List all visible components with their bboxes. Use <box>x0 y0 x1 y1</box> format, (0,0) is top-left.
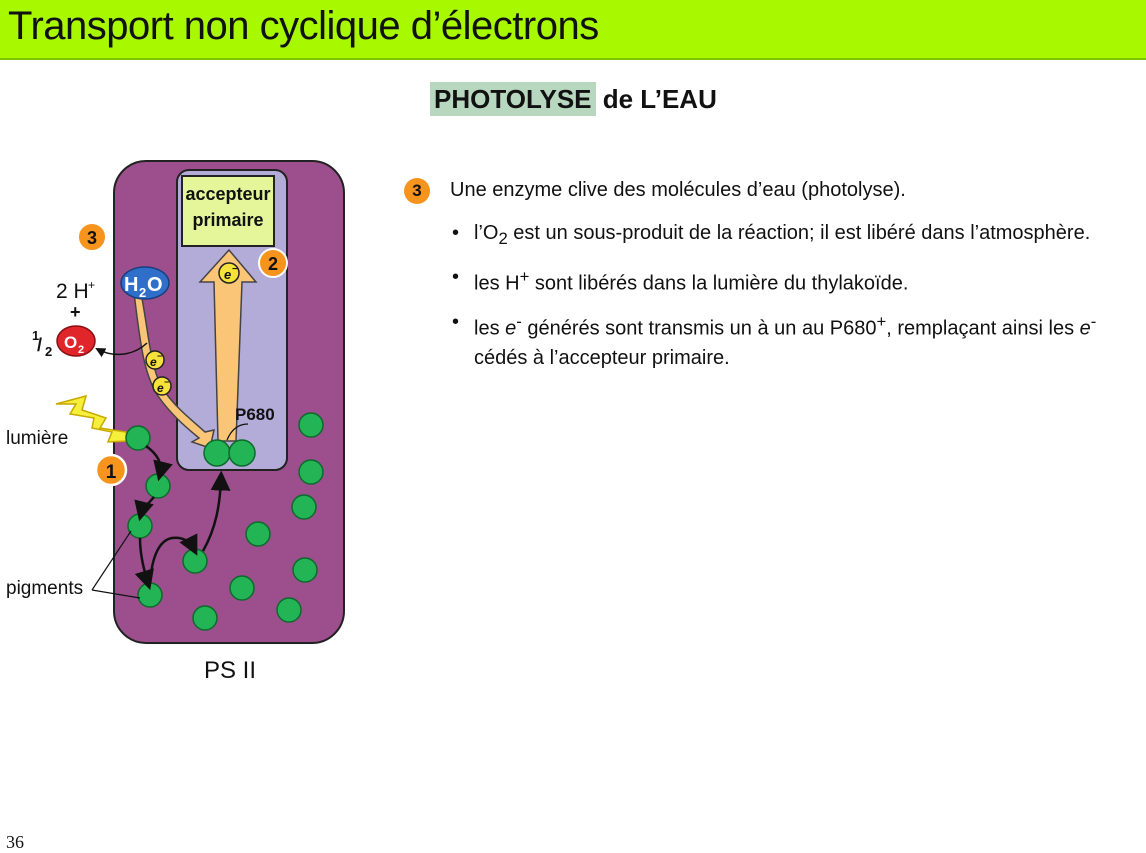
photosystem-label: PS II <box>204 657 256 684</box>
step-badge-3 <box>77 222 107 252</box>
electron-icon-mid1 <box>145 350 165 370</box>
primary-acceptor-box <box>181 175 275 247</box>
svg-text:2: 2 <box>268 254 278 274</box>
pigment <box>298 459 324 485</box>
explanation-text: 3 Une enzyme clive des molécules d’eau (… <box>404 176 1134 373</box>
pigment <box>192 605 218 631</box>
pigment <box>125 425 151 451</box>
svg-text:1: 1 <box>106 462 117 483</box>
half-denominator: 2 <box>45 344 52 359</box>
pigment <box>291 494 317 520</box>
step-3-line: 3 Une enzyme clive des molécules d’eau (… <box>404 176 1134 210</box>
pigment <box>127 513 153 539</box>
subtitle-highlight: PHOTOLYSE <box>430 82 596 116</box>
pigment <box>292 557 318 583</box>
svg-text:−: − <box>164 377 169 387</box>
p680-pigment-a <box>203 439 231 467</box>
antenna-pigments <box>125 412 324 631</box>
water-molecule-badge <box>120 266 170 300</box>
bullet-electrons: • les e- générés sont transmis un à un a… <box>452 310 1097 370</box>
energy-transfer-arrows <box>134 444 231 591</box>
title-bar: Transport non cyclique d’électrons <box>0 0 1146 60</box>
svg-text:O: O <box>64 333 77 352</box>
hydrogen-ions-label: 2 H <box>56 280 89 303</box>
pigment <box>137 582 163 608</box>
svg-text:−: − <box>232 264 238 275</box>
bullet-protons: • les H+ sont libérés dans la lumière du… <box>452 266 909 295</box>
acceptor-label-line1: accepteur <box>185 184 270 204</box>
oxygen-molecule-badge <box>56 325 96 357</box>
svg-text:e: e <box>157 381 164 395</box>
water-label-o: O <box>147 274 163 296</box>
section-subtitle: PHOTOLYSE de L’EAU <box>430 82 717 116</box>
slide-title: Transport non cyclique d’électrons <box>8 4 599 48</box>
bullet-oxygen: • l’O2 est un sous-produit de la réactio… <box>452 222 1091 248</box>
electron-label-top: e <box>224 267 231 282</box>
page-number: 36 <box>6 832 24 852</box>
pigment <box>245 521 271 547</box>
plus-sign: + <box>70 302 81 322</box>
p680-label: P680 <box>235 405 275 424</box>
electron-icon-mid2 <box>152 376 172 396</box>
svg-text:e: e <box>150 355 157 369</box>
p680-pigment-b <box>228 439 256 467</box>
svg-text:2: 2 <box>78 344 84 356</box>
acceptor-label-line2: primaire <box>192 210 263 230</box>
pigment <box>276 597 302 623</box>
pigment <box>145 473 171 499</box>
half-numerator: 1 <box>32 328 39 343</box>
pigment <box>182 548 208 574</box>
electron-transfer-arrow <box>198 248 258 442</box>
water-label-sub: 2 <box>139 285 146 300</box>
svg-text:−: − <box>157 351 162 361</box>
svg-text:3: 3 <box>87 228 97 248</box>
electron-icon-top <box>218 262 240 284</box>
light-bolt-icon <box>55 394 129 443</box>
step-badge-2 <box>258 248 288 278</box>
step-badge-text-3: 3 <box>404 178 430 204</box>
svg-text:/: / <box>37 335 42 355</box>
step-badge-1 <box>94 453 128 487</box>
water-label-h: H <box>124 274 138 296</box>
pigments-label: pigments <box>6 578 83 599</box>
step-3-text: Une enzyme clive des molécules d’eau (ph… <box>450 179 906 201</box>
subtitle-rest: de L’EAU <box>595 84 717 114</box>
light-label: lumière <box>6 428 68 449</box>
oxygen-release-arrow <box>95 342 148 358</box>
pigment <box>229 575 255 601</box>
svg-text:+: + <box>88 278 95 292</box>
pigment <box>298 412 324 438</box>
